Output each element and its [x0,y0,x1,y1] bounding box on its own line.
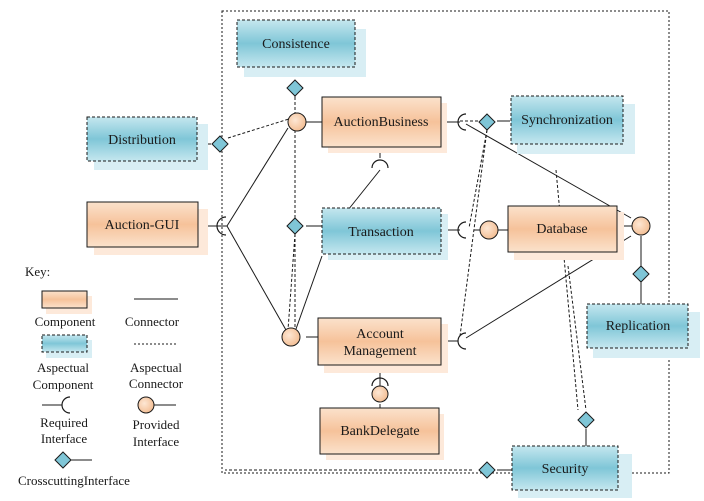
crosscutting-interfaces [211,79,650,479]
required-interface-socket [457,113,467,131]
legend-required-interface-socket [61,396,71,414]
crosscutting-interface-diamond [211,135,229,153]
legend-provided-interface-label-2: Interface [133,434,179,449]
bank-delegate-component: BankDelegate [319,407,444,460]
auction-gui-component: Auction-GUI [86,201,208,255]
transaction-aspect: Transaction [321,207,448,260]
provided-interface-ball [631,216,651,236]
legend: Key: Component Connector Aspectual Compo… [18,264,184,488]
legend-provided-interface-label-1: Provided [133,417,180,432]
security-label: Security [542,462,589,477]
database-label: Database [536,222,587,237]
legend-connector-label: Connector [125,314,180,329]
provided-interface-ball [479,220,499,240]
legend-aspectual-connector-label-1: Aspectual [130,360,182,375]
legend-component-label: Component [35,314,96,329]
provided-interface-ball [371,385,389,403]
synchronization-label: Synchronization [521,113,613,128]
bank-delegate-label: BankDelegate [340,424,419,439]
crosscutting-interface-diamond [286,217,304,235]
required-interface-socket [371,377,389,387]
required-interface-socket [457,332,467,350]
legend-aspectual-component-swatch [41,334,88,353]
account-management-label-line2: Management [343,344,416,359]
crosscutting-interface-diamond [577,411,595,429]
replication-aspect: Replication [586,303,700,358]
auction-gui-label: Auction-GUI [105,218,180,233]
required-interface-socket [457,221,467,239]
system-boundary [221,10,670,474]
crosscutting-interface-diamond [286,79,304,97]
database-component: Database [507,205,624,260]
legend-provided-interface-ball [137,396,155,414]
crosscutting-interface-diamond [478,113,496,131]
account-management-label-line1: Account [356,327,404,342]
account-management-component: Account Management [317,317,448,373]
transaction-label: Transaction [348,225,414,240]
crosscutting-interface-diamond [478,461,496,479]
consistence-label: Consistence [262,37,330,52]
replication-label: Replication [606,319,671,334]
synchronization-aspect: Synchronization [510,95,635,154]
consistence-aspect: Consistence [236,19,366,77]
legend-title: Key: [25,264,50,279]
provided-interface-ball [287,112,307,132]
provided-interface-ball [281,327,301,347]
legend-aspectual-component-label-1: Aspectual [37,360,89,375]
legend-required-interface-label-2: Interface [41,431,87,446]
provided-interfaces [281,112,651,403]
legend-aspectual-connector-label-2: Connector [129,376,184,391]
required-interfaces [216,113,467,387]
distribution-label: Distribution [108,133,176,148]
required-interface-socket [216,216,227,236]
crosscutting-interface-diamond [632,265,650,283]
auction-business-component: AuctionBusiness [321,96,447,153]
auction-business-label: AuctionBusiness [334,115,429,130]
required-interface-socket [371,159,389,169]
legend-required-interface-label-1: Required [40,415,88,430]
legend-aspectual-component-label-2: Component [33,377,94,392]
legend-crosscutting-interface-label: CrosscuttingInterface [18,473,130,488]
legend-component-swatch [41,290,88,309]
distribution-aspect: Distribution [86,116,208,170]
legend-crosscutting-interface-diamond [54,451,72,469]
security-aspect: Security [511,445,632,498]
